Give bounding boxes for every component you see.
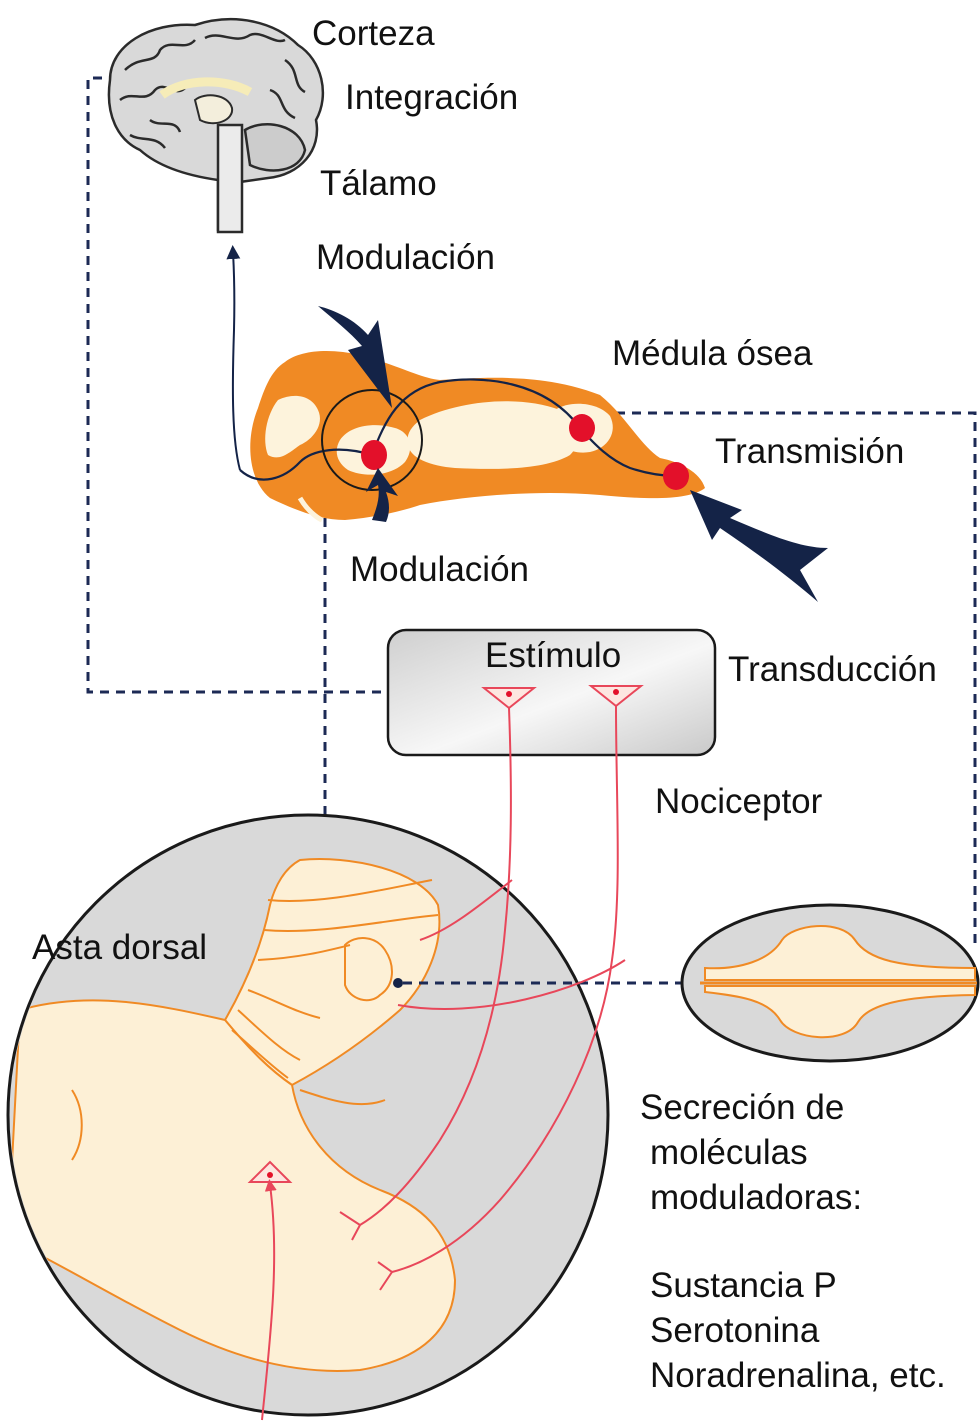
molecule-item: Serotonina [650, 1309, 946, 1354]
thalamus-region [195, 95, 232, 123]
synapse-node-periphery [663, 462, 689, 490]
label-estimulo: Estímulo [485, 636, 621, 676]
label-transduccion: Transducción [728, 650, 937, 690]
label-transmision: Transmisión [715, 432, 904, 472]
brain-hemisphere [109, 19, 323, 230]
nociceptor-dot-right [613, 689, 619, 695]
label-integracion: Integración [345, 78, 518, 118]
label-medula: Médula ósea [612, 334, 812, 374]
label-asta-dorsal: Asta dorsal [32, 928, 207, 968]
spinal-cross-section [682, 905, 978, 1061]
secretion-heading-line-3: moduladoras: [640, 1176, 862, 1221]
secretion-heading: Secreción de moléculas moduladoras: [640, 1086, 862, 1220]
label-talamo: Tálamo [320, 164, 437, 204]
nociceptor-dot-left [506, 691, 512, 697]
label-modulacion-bottom: Modulación [350, 550, 529, 590]
label-corteza: Corteza [312, 14, 435, 54]
molecule-item: Sustancia P [650, 1264, 946, 1309]
synapse-node-dorsal [361, 440, 387, 470]
brainstem [218, 125, 242, 232]
spinal-cord-illustration [250, 351, 705, 520]
secretion-heading-line-1: Secreción de [640, 1086, 862, 1131]
synapse-node-middle [569, 414, 595, 442]
molecule-item: Noradrenalina, etc. [650, 1354, 946, 1399]
secretion-heading-line-2: moléculas [640, 1131, 862, 1176]
ascending-pathway-line [233, 252, 240, 470]
label-nociceptor: Nociceptor [655, 782, 822, 822]
stimulus-input-arrow [690, 490, 828, 602]
dorsal-horn-magnified [0, 815, 608, 1415]
brain-illustration [109, 19, 323, 232]
dorsal-horn-neuron-dot [267, 1172, 273, 1178]
molecule-list: Sustancia P Serotonina Noradrenalina, et… [650, 1264, 946, 1398]
label-modulacion-top: Modulación [316, 238, 495, 278]
dorsal-horn-entry-dot [393, 978, 403, 988]
